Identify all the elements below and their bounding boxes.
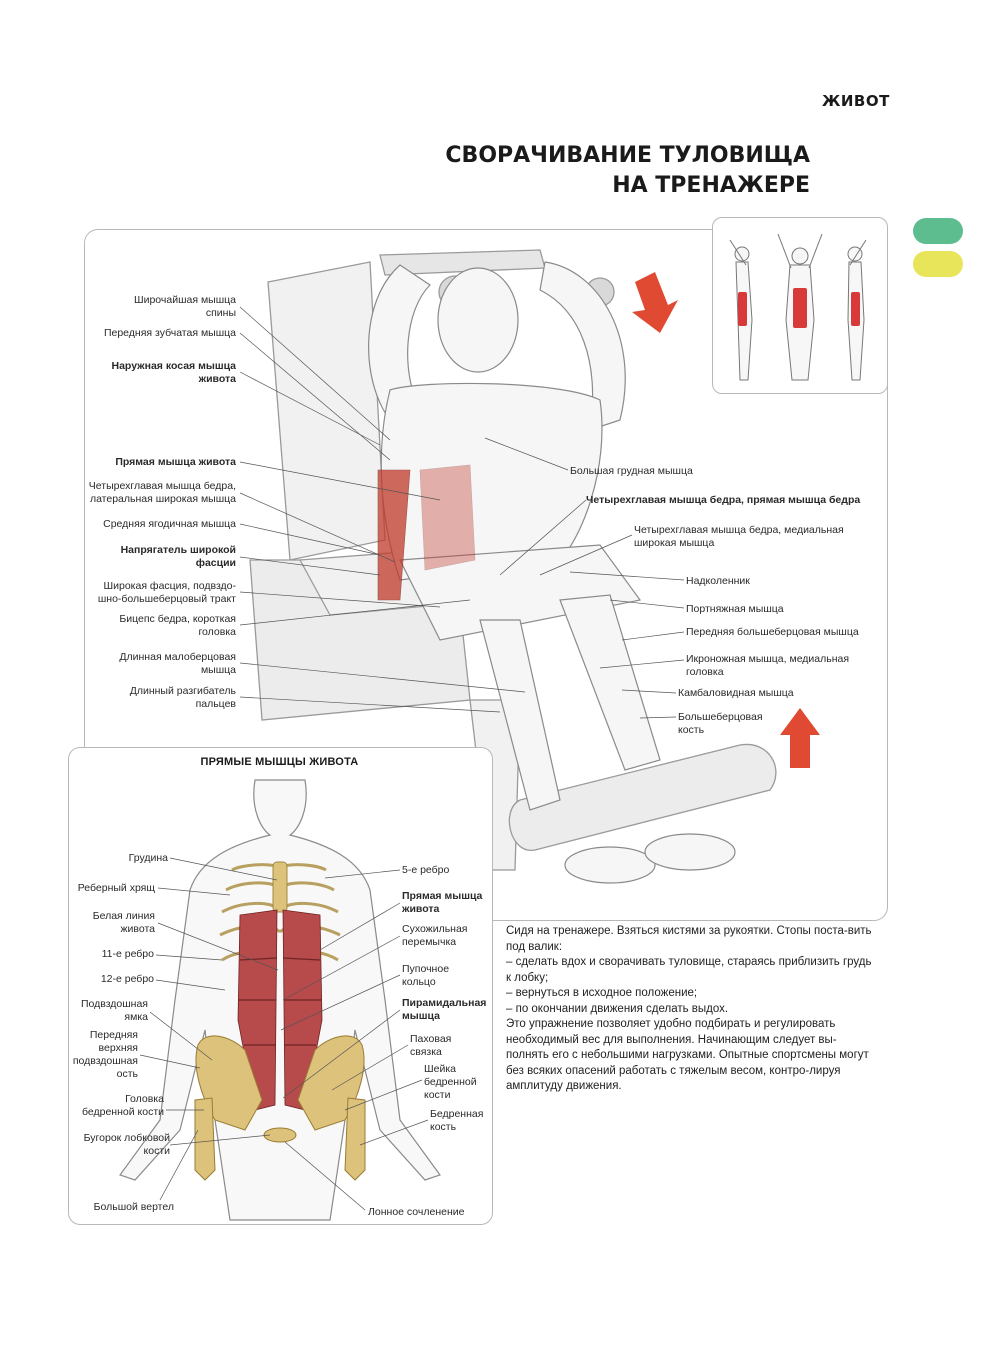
section-marker-yellow (913, 251, 963, 277)
label-rib-11: 11-е ребро (101, 948, 154, 960)
shoe-left (564, 846, 656, 884)
section-label: ЖИВОТ (822, 92, 890, 110)
label-sartorius: Портняжная мышца (686, 603, 784, 615)
inset-oblique-left (738, 292, 747, 326)
label-asis: Передняя верхняя подвздошная ость (72, 1029, 138, 1080)
inset-abs-center (793, 288, 807, 328)
label-greater-trochanter: Большой вертел (93, 1201, 174, 1213)
label-latissimus: Широчайшая мышца спины (133, 294, 236, 319)
shoe-right (644, 833, 736, 871)
thigh (399, 544, 642, 641)
label-rectus-muscle: Прямая мышца живота (402, 890, 483, 915)
pubic-symphysis (263, 1127, 297, 1143)
label-tendinous-intersection: Сухожильная перемычка (402, 923, 468, 948)
title-line-1: СВОРАЧИВАНИЕ ТУЛОВИЩА (445, 143, 810, 168)
label-femur: Бедренная кость (430, 1108, 484, 1133)
label-iliac-fossa: Подвздошная ямка (80, 998, 148, 1023)
label-vastus-medialis: Четырехглавая мышца бедра, медиальная ши… (634, 524, 844, 549)
description-paragraph-2: Это упражнение позволяет удобно подбират… (506, 1018, 869, 1092)
label-serratus: Передняя зубчатая мышца (103, 327, 236, 339)
label-soleus: Камбаловидная мышца (678, 687, 794, 699)
external-oblique-muscle (377, 469, 411, 601)
label-tibialis-anterior: Передняя большеберцовая мышца (686, 626, 859, 638)
femur-right (344, 1097, 366, 1181)
abs-box-title: ПРЯМЫЕ МЫШЦЫ ЖИВОТА (200, 756, 359, 768)
label-rib-12: 12-е ребро (100, 973, 154, 985)
label-vastus-lateralis: Четырехглавая мышца бедра, латеральная ш… (88, 480, 236, 505)
shin-left (479, 619, 561, 811)
sternum (272, 861, 288, 913)
arm-right (539, 261, 626, 431)
description-step-1: – сделать вдох и сворачивать туловище, с… (506, 956, 872, 984)
label-gastrocnemius: Икроножная мышца, медиальная головка (686, 653, 850, 678)
label-rib-5: 5-е ребро (402, 864, 450, 876)
label-femoral-neck: Шейка бедренной кости (424, 1063, 477, 1101)
label-external-oblique: Наружная косая мышца живота (111, 360, 237, 385)
label-peroneus-longus: Длинная малоберцовая мышца (119, 651, 236, 676)
label-tibia: Большеберцовая кость (678, 711, 763, 736)
rectus-abdominis-muscle (419, 464, 476, 571)
label-extensor-digitorum: Длинный разгибатель пальцев (129, 685, 236, 710)
abs-body-outline (119, 779, 441, 1221)
label-gluteus-medius: Средняя ягодичная мышца (103, 518, 236, 530)
exercise-description: Сидя на тренажере. Взяться кистями за ру… (506, 924, 876, 1095)
label-biceps-femoris: Бицепс бедра, короткая головка (119, 613, 236, 638)
label-linea-alba: Белая линия живота (92, 910, 155, 935)
head (437, 267, 519, 373)
label-inguinal-ligament: Паховая связка (410, 1033, 452, 1058)
page-title: СВОРАЧИВАНИЕ ТУЛОВИЩА НА ТРЕНАЖЕРЕ (445, 141, 810, 201)
label-rectus-abdominis: Прямая мышца живота (115, 456, 236, 468)
femur-left (194, 1097, 216, 1181)
description-step-2: – вернуться в исходное положение; (506, 987, 698, 999)
label-femoral-head: Головка бедренной кости (81, 1093, 164, 1118)
label-umbilical-ring: Пупочное кольцо (402, 963, 450, 988)
label-it-tract: Широкая фасция, подвздо- шно-большеберцо… (97, 580, 236, 605)
label-costal-cartilage: Реберный хрящ (77, 882, 155, 894)
section-marker-green (913, 218, 963, 244)
label-patella: Надколенник (686, 575, 750, 587)
title-line-2: НА ТРЕНАЖЕРЕ (612, 173, 810, 198)
inset-oblique-right (851, 292, 860, 326)
label-pubic-tubercle: Бугорок лобковой кости (83, 1132, 170, 1157)
leg-roller (508, 743, 777, 851)
label-sternum: Грудина (128, 852, 168, 864)
label-rectus-femoris: Четырехглавая мышца бедра, прямая мышца … (586, 494, 861, 506)
label-pyramidalis: Пирамидальная мышца (402, 997, 487, 1022)
description-step-3: – по окончании движения сделать выдох. (506, 1002, 729, 1015)
description-paragraph-1: Сидя на тренажере. Взяться кистями за ру… (506, 925, 872, 953)
label-pubic-symphysis: Лонное сочленение (368, 1206, 465, 1218)
label-pectoralis-major: Большая грудная мышца (570, 465, 693, 477)
arrow-down (632, 272, 678, 333)
shin-right (559, 594, 661, 771)
arrow-up (780, 708, 820, 768)
label-tensor-fasciae: Напрягатель широкой фасции (120, 544, 236, 569)
